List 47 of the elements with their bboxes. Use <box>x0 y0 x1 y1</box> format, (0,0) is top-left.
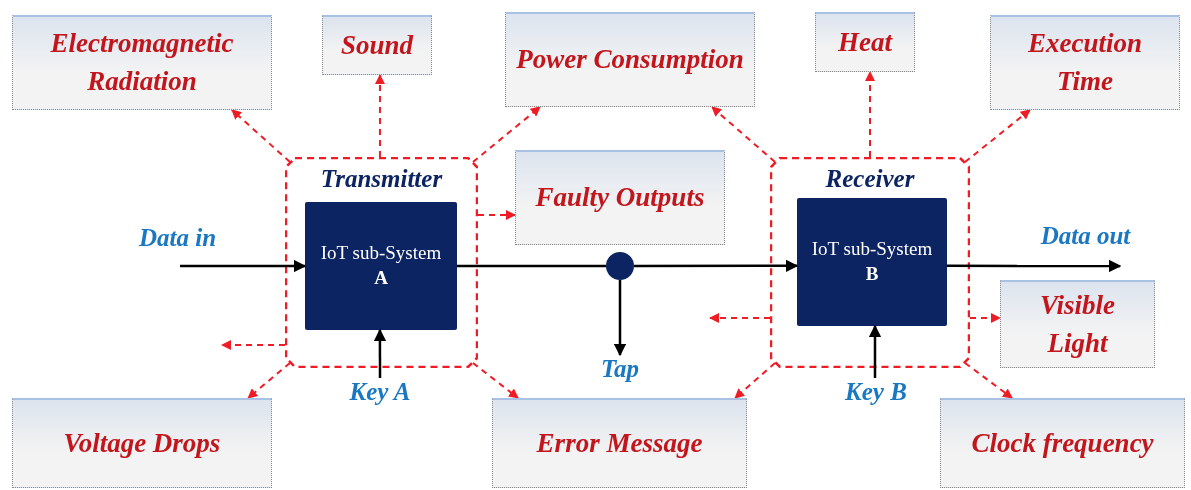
dashed-arrow <box>230 109 291 164</box>
box-label: IoT sub-System <box>811 237 933 262</box>
label-box: Faulty Outputs <box>515 150 725 245</box>
arrow <box>373 328 387 378</box>
arrow <box>613 280 627 357</box>
dashed-arrow <box>969 313 1001 323</box>
dashed-arrow <box>221 340 286 350</box>
dashed-arrow <box>734 361 776 399</box>
arrow <box>868 324 882 378</box>
label-box: Execution Time <box>990 15 1180 110</box>
dashed-arrow <box>964 361 1014 399</box>
box-label: IoT sub-System <box>320 241 442 266</box>
flow-label: Key B <box>828 378 924 410</box>
dashed-arrow <box>247 361 291 399</box>
group-title: Receiver <box>824 165 916 193</box>
dashed-arrow <box>472 106 541 164</box>
label-box: Voltage Drops <box>12 398 272 488</box>
arrow <box>634 259 799 273</box>
flow-label: Data in <box>120 224 235 266</box>
process-box <box>305 202 457 330</box>
arrow <box>947 259 1122 273</box>
label-box: Error Message <box>492 398 747 488</box>
junction-dot <box>606 252 634 280</box>
flow-label: Data out <box>1018 222 1153 266</box>
dashed-arrow <box>477 210 516 220</box>
label-box: Heat <box>815 12 915 72</box>
box-letter: B <box>865 262 879 286</box>
flow-label: Tap <box>588 355 652 387</box>
process-box <box>797 198 947 326</box>
label-box: Power Consumption <box>505 12 755 107</box>
dashed-arrow <box>472 361 519 399</box>
arrow <box>180 259 307 273</box>
label-box: Clock frequency <box>940 398 1185 488</box>
label-box: Sound <box>322 15 432 75</box>
connector-line <box>457 264 606 268</box>
label-box: Visible Light <box>1000 280 1155 368</box>
label-box: Electromagnetic Radiation <box>12 15 272 110</box>
dashed-arrow <box>865 71 875 158</box>
dashed-region <box>770 157 970 368</box>
dashed-region <box>285 157 478 368</box>
dashed-arrow <box>711 106 776 164</box>
dashed-arrow <box>964 109 1031 164</box>
dashed-arrow <box>709 313 771 323</box>
group-title: Transmitter <box>319 165 444 193</box>
dashed-arrow <box>374 74 385 158</box>
box-letter: A <box>374 266 388 290</box>
flow-label: Key A <box>332 378 428 410</box>
